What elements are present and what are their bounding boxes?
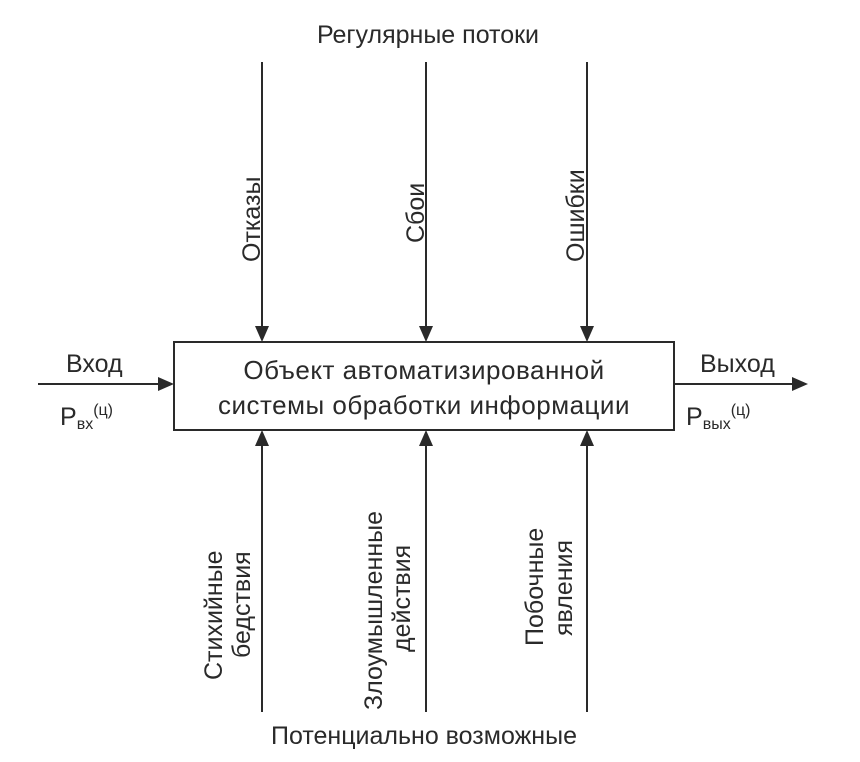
bottom-arrow-side-effects <box>580 430 594 712</box>
output-arrow <box>674 377 808 391</box>
label-malicious-line1: Злоумышленные <box>360 511 388 710</box>
input-subscript: вх <box>77 416 94 433</box>
top-arrow-errors <box>580 62 594 342</box>
output-symbol: P <box>686 403 703 431</box>
label-disasters-line1: Стихийные <box>200 550 228 680</box>
output-probability: Pвых(ц) <box>686 402 751 433</box>
input-arrow <box>38 377 174 391</box>
bottom-caption: Потенциально возможные <box>271 722 577 750</box>
label-side-effects-line2: явления <box>550 540 578 636</box>
object-box <box>173 341 675 431</box>
label-malfunctions: Сбои <box>402 183 430 243</box>
label-side-effects-line1: Побочные <box>521 528 549 646</box>
input-probability: Pвх(ц) <box>60 402 113 433</box>
object-box-line1: Объект автоматизированной <box>243 355 604 385</box>
label-malicious-line2: действия <box>388 545 416 652</box>
output-label: Выход <box>700 350 775 378</box>
input-superscript: (ц) <box>93 402 113 419</box>
object-box-line2: системы обработки информации <box>218 390 630 420</box>
top-arrow-failures <box>255 62 269 342</box>
top-caption: Регулярные потоки <box>317 21 539 49</box>
label-disasters-line2: бедствия <box>228 551 256 658</box>
label-failures: Отказы <box>238 177 266 262</box>
input-symbol: P <box>60 403 77 431</box>
bottom-arrow-disasters <box>255 430 269 712</box>
output-superscript: (ц) <box>731 402 751 419</box>
label-errors: Ошибки <box>562 169 590 262</box>
bottom-arrow-malicious <box>419 430 433 712</box>
input-label: Вход <box>66 350 123 378</box>
top-arrow-malfunctions <box>419 62 433 342</box>
output-subscript: вых <box>703 416 731 433</box>
